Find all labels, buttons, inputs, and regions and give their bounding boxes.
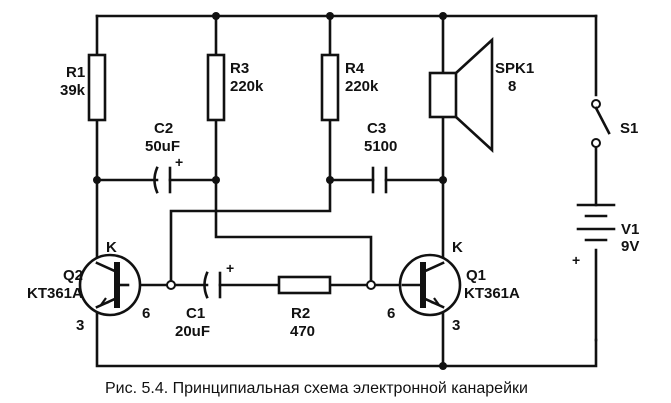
r3-ref: R3 <box>230 60 249 77</box>
r4-value: 220k <box>345 78 379 95</box>
q2-emitter-label: 3 <box>76 317 84 334</box>
junction-open <box>166 280 176 290</box>
figure-caption: Рис. 5.4. Принципиальная схема электронн… <box>105 380 528 397</box>
junction <box>439 176 447 184</box>
q1-emitter-label: 3 <box>452 317 460 334</box>
resistor-r1: R1 39k <box>60 53 107 122</box>
r2-value: 470 <box>290 323 315 340</box>
capacitor-c1: + C1 20uF <box>175 260 234 340</box>
spk1-ref: SPK1 <box>495 60 534 77</box>
q1-ref: Q1 <box>466 267 486 284</box>
q1-collector-label: K <box>452 239 463 256</box>
q2-ref: Q2 <box>63 267 83 284</box>
v1-plus: + <box>572 252 580 268</box>
spk1-value: 8 <box>508 78 516 95</box>
q2-type: KT361A <box>27 285 83 302</box>
c2-plus: + <box>175 154 183 170</box>
c1-ref: C1 <box>186 305 205 322</box>
battery-v1: + V1 9V <box>572 203 639 268</box>
capacitor-c2: + C2 50uF <box>145 120 183 194</box>
resistor-r3: R3 220k <box>206 53 264 122</box>
q1-base-label: 6 <box>387 305 395 322</box>
switch-s1: S1 <box>591 99 638 148</box>
junction-open <box>366 280 376 290</box>
junction <box>93 176 101 184</box>
resistor-r4: R4 220k <box>320 53 379 122</box>
transistor-q1: K Q1 KT361A 3 6 <box>387 239 520 334</box>
q2-collector-label: K <box>106 239 117 256</box>
transistor-q2: K Q2 KT361A 3 6 <box>27 239 150 334</box>
c3-value: 5100 <box>364 138 397 155</box>
s1-ref: S1 <box>620 120 638 137</box>
junction <box>439 362 447 370</box>
c1-plus: + <box>226 260 234 276</box>
junction <box>439 12 447 20</box>
junction <box>212 12 220 20</box>
junctions <box>93 12 447 370</box>
c2-value: 50uF <box>145 138 180 155</box>
wires <box>95 14 598 368</box>
q1-type: KT361A <box>464 285 520 302</box>
r1-value: 39k <box>60 82 86 99</box>
c2-ref: C2 <box>154 120 173 137</box>
resistor-r2: R2 470 <box>277 275 332 340</box>
v1-ref: V1 <box>621 221 639 238</box>
r4-ref: R4 <box>345 60 365 77</box>
junction <box>326 12 334 20</box>
q2-base-label: 6 <box>142 305 150 322</box>
r3-value: 220k <box>230 78 264 95</box>
capacitor-c3: C3 5100 <box>364 120 397 194</box>
c1-value: 20uF <box>175 323 210 340</box>
junction <box>326 176 334 184</box>
speaker-spk1: SPK1 8 <box>428 37 534 153</box>
junction <box>212 176 220 184</box>
r2-ref: R2 <box>291 305 310 322</box>
r1-ref: R1 <box>66 64 85 81</box>
c3-ref: C3 <box>367 120 386 137</box>
v1-value: 9V <box>621 238 639 255</box>
